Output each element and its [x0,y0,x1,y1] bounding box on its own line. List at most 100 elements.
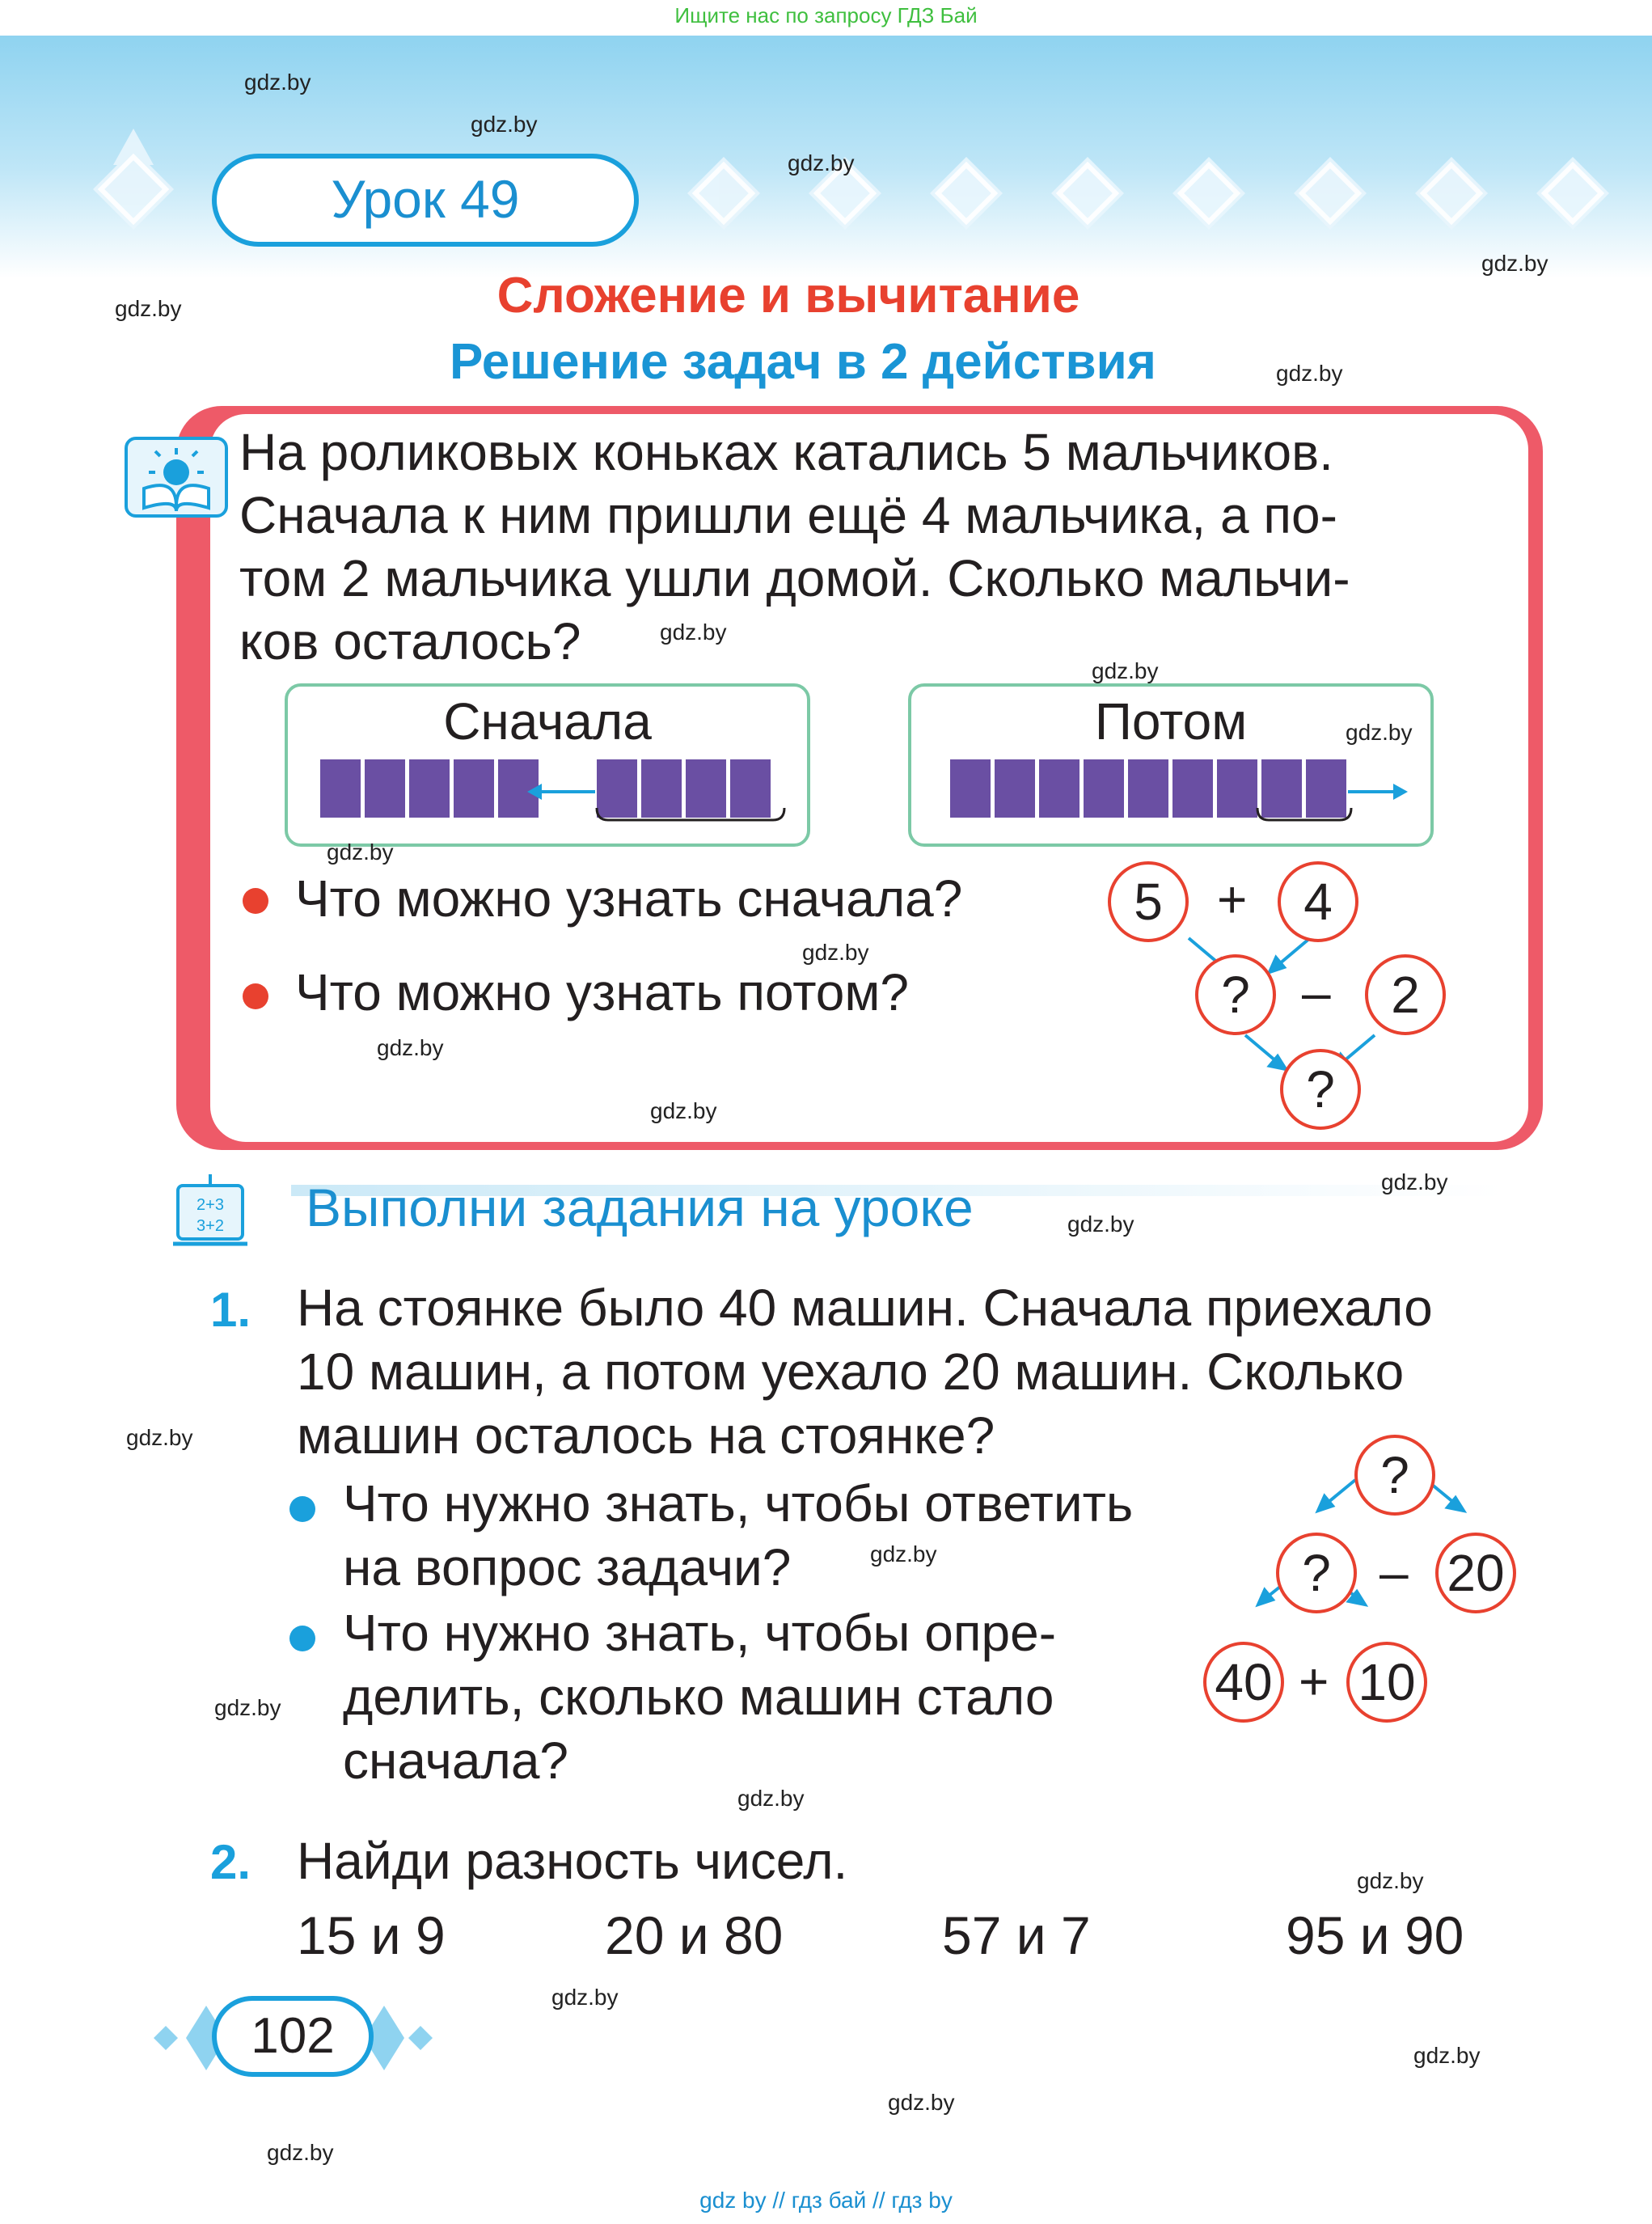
watermark: gdz.by [1346,720,1413,745]
scheme-square [454,759,494,818]
task-line: ков осталось? [239,612,581,670]
exercise1-bullet1: Что нужно знать, чтобы ответить на вопро… [343,1472,1216,1600]
tree2-circle: 10 [1346,1642,1427,1723]
watermark: gdz.by [1413,2043,1481,2068]
watermark: gdz.by [870,1541,937,1567]
tree2-circle: ? [1354,1435,1435,1516]
scheme-square [1306,759,1346,818]
bullet [243,983,268,1009]
exercise-number: 2. [210,1835,251,1889]
bullet-line: Что нужно знать, чтобы опре- [343,1604,1057,1662]
ornament-pattern [93,129,1609,230]
exercise1-bullet2: Что нужно знать, чтобы опре- делить, ско… [343,1601,1151,1793]
watermark: gdz.by [802,940,869,965]
watermark: gdz.by [1276,361,1343,386]
scheme-square [730,759,771,818]
lesson-subtitle: Решение задач в 2 действия [450,334,1156,390]
scheme-then: Потом [908,683,1434,847]
number-pair: 57 и 7 [942,1905,1091,1965]
tree-circle: 4 [1278,861,1358,942]
bullet-line: сначала? [343,1731,568,1790]
lesson-title: Сложение и вычитание [496,268,1080,323]
tree-circle: 5 [1108,861,1189,942]
question-first: Что можно узнать сначала? [295,869,963,928]
book-icon [125,437,228,522]
bullet [289,1496,315,1522]
scheme-square [1217,759,1257,818]
exercise-line: машин осталось на стоянке? [297,1406,995,1465]
scheme-square [1128,759,1168,818]
tree2-circle: ? [1276,1533,1357,1613]
bullet [243,888,268,914]
number-pair: 15 и 9 [297,1905,446,1965]
tree2-operator: – [1379,1543,1409,1601]
scheme-square [1039,759,1080,818]
section-underline [291,1185,1504,1196]
footer: gdz by // гдз бай // гдз by [699,2188,953,2213]
watermark: gdz.by [327,839,394,865]
number-pair: 20 и 80 [605,1905,784,1965]
watermark: gdz.by [126,1425,193,1450]
tree-operator: – [1302,963,1331,1021]
scheme-then-marks [1256,784,1408,822]
exercise2-title: Найди разность чисел. [297,1832,848,1890]
scheme-square [641,759,682,818]
task-line: Сначала к ним пришли ещё 4 мальчика, а п… [239,486,1337,544]
scheme-square [498,759,539,818]
watermark: gdz.by [650,1098,717,1123]
watermark: gdz.by [115,296,182,321]
watermark: gdz.by [1357,1868,1424,1893]
scheme-square [950,759,991,818]
bullet-line: на вопрос задачи? [343,1538,792,1596]
scheme-then-title: Потом [1094,692,1248,750]
task-line: На роликовых коньках катались 5 мальчико… [239,423,1333,481]
watermark: gdz.by [1381,1169,1448,1194]
watermark: gdz.by [888,2090,955,2115]
question-then: Что можно узнать потом? [295,963,909,1021]
watermark: gdz.by [660,619,727,645]
watermark: gdz.by [1067,1211,1134,1237]
task-line: том 2 мальчика ушли домой. Сколько мальч… [239,549,1350,607]
scheme-square [409,759,450,818]
lesson-badge: Урок 49 [212,154,639,247]
tree-arrows [1187,937,1376,1072]
tree-operator: + [1217,870,1248,928]
board-icon: 2+3 3+2 [170,1171,251,1256]
watermark: gdz.by [214,1695,281,1720]
scheme-first-title: Сначала [443,692,652,750]
bullet-line: Что нужно знать, чтобы ответить [343,1474,1134,1533]
watermark: gdz.by [788,150,855,175]
board-line: 3+2 [196,1217,224,1235]
number-pair: 95 и 90 [1286,1905,1464,1965]
watermark: gdz.by [244,70,311,95]
board-line: 2+3 [196,1196,224,1214]
scheme-square [365,759,405,818]
exercise1-text: На стоянке было 40 машин. Сначала приеха… [297,1276,1510,1468]
scheme-square [597,759,637,818]
scheme-square [320,759,361,818]
task-text: На роликовых коньках катались 5 мальчико… [239,421,1485,673]
watermark: gdz.by [471,112,538,137]
scheme-first-marks [527,784,786,822]
watermark: gdz.by [551,1985,619,2010]
scheme-square [1172,759,1213,818]
bullet [289,1626,315,1651]
scheme-square [1261,759,1302,818]
watermark: gdz.by [737,1786,805,1811]
tree-circle: 2 [1365,954,1446,1035]
search-note: Ищите нас по запросу ГДЗ Бай [674,3,978,27]
scheme-square [1084,759,1124,818]
watermark: gdz.by [1481,251,1548,276]
tree2-circle: 20 [1435,1533,1516,1613]
scheme-first: Сначала [285,683,810,847]
tree2-circle: 40 [1203,1642,1284,1723]
exercise-number: 1. [210,1283,251,1337]
watermark: gdz.by [267,2140,334,2165]
bullet-line: делить, сколько машин стало [343,1668,1054,1726]
exercise-line: На стоянке было 40 машин. Сначала приеха… [297,1279,1433,1337]
section-title: Выполни задания на уроке [306,1178,974,1237]
tree-circle: ? [1195,954,1276,1035]
watermark: gdz.by [377,1035,444,1060]
tree-circle: ? [1280,1049,1361,1130]
scheme-square [686,759,726,818]
